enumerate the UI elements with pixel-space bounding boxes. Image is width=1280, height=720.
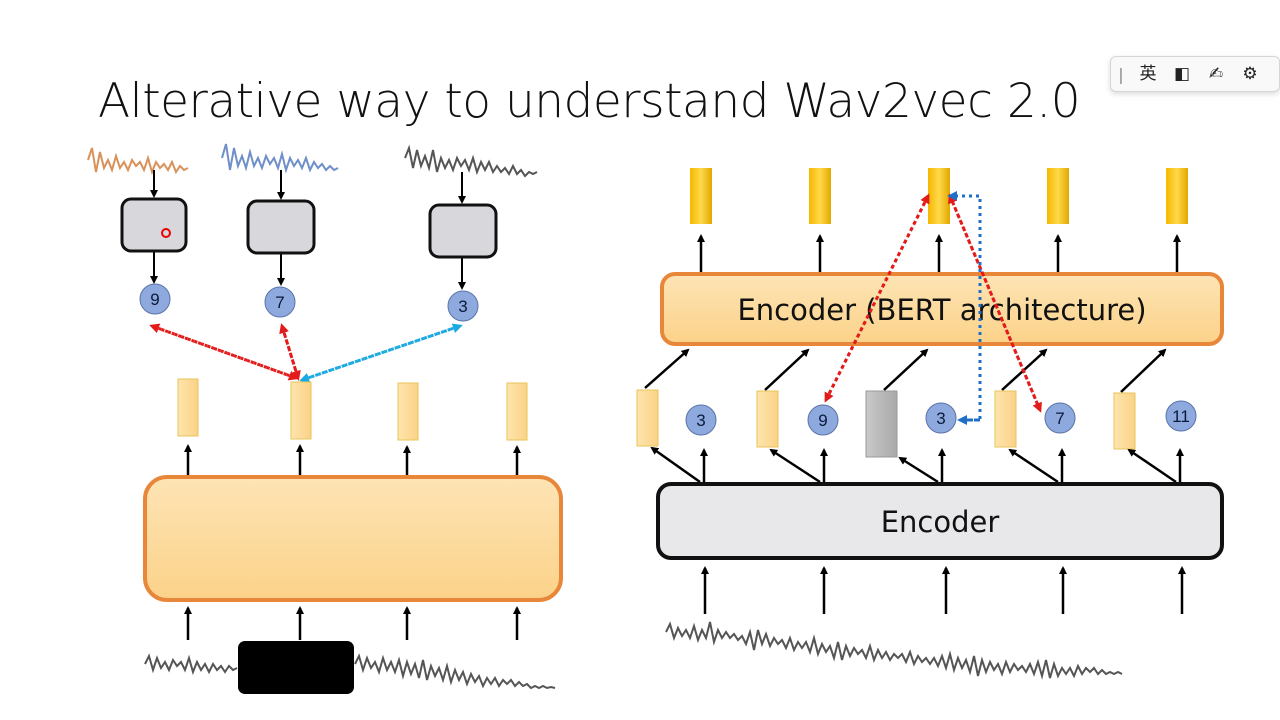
- token-id-1: 3: [696, 411, 705, 430]
- cnn-encoder-label: Encoder: [881, 505, 1000, 539]
- mask-block: [238, 641, 354, 694]
- feature-vector: [994, 390, 1017, 448]
- output-vector: [928, 168, 950, 224]
- right-output-vectors: [690, 168, 1188, 224]
- halfwidth-icon[interactable]: ◧: [1173, 64, 1191, 84]
- right-input-arrows: [701, 566, 1186, 614]
- context-vector: [506, 382, 528, 441]
- laser-pointer-dot: [161, 228, 171, 238]
- handwriting-pen-icon[interactable]: ✍: [1208, 64, 1224, 84]
- bert-encoder-label: Encoder (BERT architecture): [737, 293, 1146, 327]
- right-feature-vectors: [636, 389, 1136, 458]
- cluster-node: [139, 283, 171, 315]
- right-input-waveform: [665, 621, 1123, 680]
- language-icon[interactable]: 英: [1139, 64, 1157, 84]
- context-vector: [397, 382, 419, 441]
- left-bottom-arrows: [184, 606, 521, 640]
- right-bert-input-arrows: [644, 348, 1167, 393]
- left-contrastive-arrows: [149, 323, 463, 383]
- masked-feature-vector: [865, 390, 898, 458]
- quantizer-box-1: [120, 197, 188, 253]
- context-vector: [290, 381, 312, 440]
- waveform-grey: [404, 144, 538, 178]
- settings-gear-icon[interactable]: ⚙: [1242, 64, 1258, 84]
- grip-icon[interactable]: |: [1118, 64, 1124, 84]
- token-id-5: 11: [1172, 407, 1190, 426]
- output-vector: [690, 168, 712, 224]
- token-node: [925, 402, 957, 434]
- cluster-id-3: 3: [458, 297, 467, 316]
- left-top-arrows: [150, 170, 466, 290]
- output-vector: [1047, 168, 1069, 224]
- quantizer-box-2: [246, 199, 316, 255]
- token-node: [685, 404, 717, 436]
- cluster-node: [447, 290, 479, 322]
- cluster-id-1: 9: [150, 290, 159, 309]
- output-vector: [1166, 168, 1188, 224]
- context-vector: [177, 378, 199, 437]
- left-cluster-nodes: 9 7 3: [139, 283, 479, 322]
- token-id-2: 9: [818, 411, 827, 430]
- token-node: [1165, 400, 1197, 432]
- token-node: [1044, 402, 1076, 434]
- ime-toolbar[interactable]: | 英 ◧ ✍ ⚙: [1110, 56, 1280, 92]
- cnn-encoder-box: [656, 482, 1224, 560]
- right-encoder-output-arrows: [650, 446, 1184, 484]
- left-mid-arrows: [184, 444, 521, 476]
- left-top-waveforms: [87, 143, 538, 178]
- token-id-4: 7: [1055, 409, 1064, 428]
- slide-title: Alterative way to understand Wav2vec 2.0: [98, 74, 1081, 129]
- feature-vector: [1113, 392, 1136, 450]
- left-encoder-box: [143, 475, 563, 602]
- waveform-orange: [87, 147, 189, 176]
- right-prediction-arrows: [824, 191, 1042, 425]
- cluster-node: [264, 286, 296, 318]
- token-node: [807, 404, 839, 436]
- token-id-3: 3: [936, 409, 945, 428]
- cluster-id-2: 7: [275, 293, 284, 312]
- feature-vector: [636, 389, 659, 447]
- left-input-waveform: [144, 653, 556, 690]
- bert-encoder-box: [660, 272, 1224, 346]
- quantizer-box-3: [428, 203, 498, 259]
- right-top-arrows: [697, 234, 1181, 272]
- left-output-vectors: [177, 378, 528, 441]
- waveform-blue: [221, 143, 339, 174]
- right-token-nodes: 3 9 3 7 11: [685, 400, 1197, 436]
- output-vector: [809, 168, 831, 224]
- feature-vector: [756, 390, 779, 448]
